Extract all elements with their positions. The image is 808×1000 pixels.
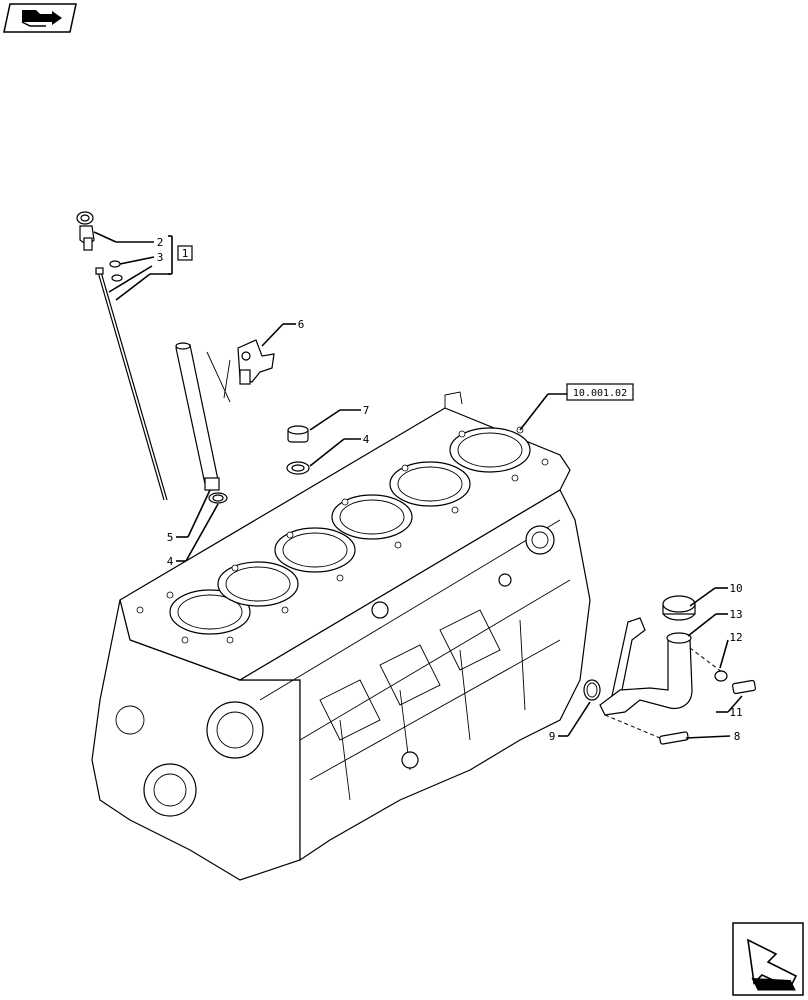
- plug-and-washer: [286, 425, 310, 475]
- callout-13[interactable]: 13: [729, 608, 742, 621]
- callout-11[interactable]: 11: [729, 706, 742, 719]
- callout-5[interactable]: 5: [167, 531, 174, 544]
- callout-4-upper[interactable]: 4: [363, 433, 370, 446]
- reference-box-engine-block[interactable]: [566, 383, 634, 401]
- callout-10[interactable]: 10: [729, 582, 742, 595]
- back-arrow-icon[interactable]: [3, 3, 77, 33]
- engine-block: [91, 391, 591, 881]
- callout-1[interactable]: 1: [182, 247, 189, 260]
- reference-engine-block[interactable]: 10.001.02: [573, 388, 627, 399]
- callout-12[interactable]: 12: [729, 631, 742, 644]
- dipstick-assembly: [76, 211, 168, 501]
- callout-7[interactable]: 7: [363, 404, 370, 417]
- callout-4-lower[interactable]: 4: [167, 555, 174, 568]
- callout-3[interactable]: 3: [157, 251, 164, 264]
- callout-2[interactable]: 2: [157, 236, 164, 249]
- leader-lines: [93, 231, 743, 739]
- callout-box-1: [177, 245, 193, 261]
- dipstick-tube: [175, 342, 231, 504]
- breather-pipe-assembly: [583, 595, 756, 745]
- callout-8[interactable]: 8: [734, 730, 741, 743]
- next-page-arrow-icon[interactable]: [732, 922, 804, 996]
- tube-bracket: [237, 339, 275, 385]
- callout-9[interactable]: 9: [549, 730, 556, 743]
- callout-6[interactable]: 6: [298, 318, 305, 331]
